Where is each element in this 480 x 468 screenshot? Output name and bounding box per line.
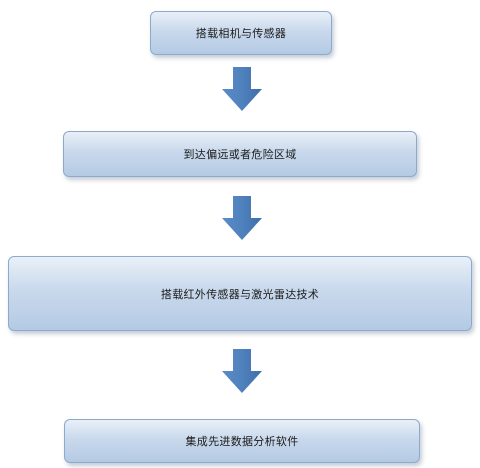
step-box-2: 到达偏远或者危险区域 [63,131,417,177]
arrow-down-icon [222,67,262,111]
step-box-4: 集成先进数据分析软件 [64,419,420,463]
step-label: 搭载相机与传感器 [195,27,287,40]
arrow-down-icon [222,349,262,393]
step-label: 搭载红外传感器与激光雷达技术 [160,287,320,301]
arrow-down-icon [222,196,262,240]
step-box-3: 搭载红外传感器与激光雷达技术 [8,256,472,331]
step-label: 集成先进数据分析软件 [185,435,299,448]
step-box-1: 搭载相机与传感器 [150,11,332,55]
step-label: 到达偏远或者危险区域 [183,148,297,161]
